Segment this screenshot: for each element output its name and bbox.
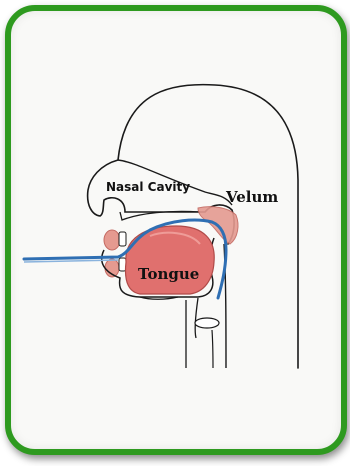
- label-velum: Velum: [226, 188, 278, 206]
- tongue-shape: [126, 226, 215, 294]
- upper-teeth: [119, 232, 126, 246]
- neck-back: [212, 330, 213, 368]
- head-outline: [88, 85, 298, 368]
- larynx-ellipse: [195, 318, 219, 328]
- upper-lip: [104, 230, 120, 250]
- label-tongue: Tongue: [138, 265, 199, 283]
- endoscope-tube-shadow: [24, 260, 118, 262]
- epiglottis-line: [195, 298, 198, 338]
- label-nasal-cavity: Nasal Cavity: [106, 180, 190, 194]
